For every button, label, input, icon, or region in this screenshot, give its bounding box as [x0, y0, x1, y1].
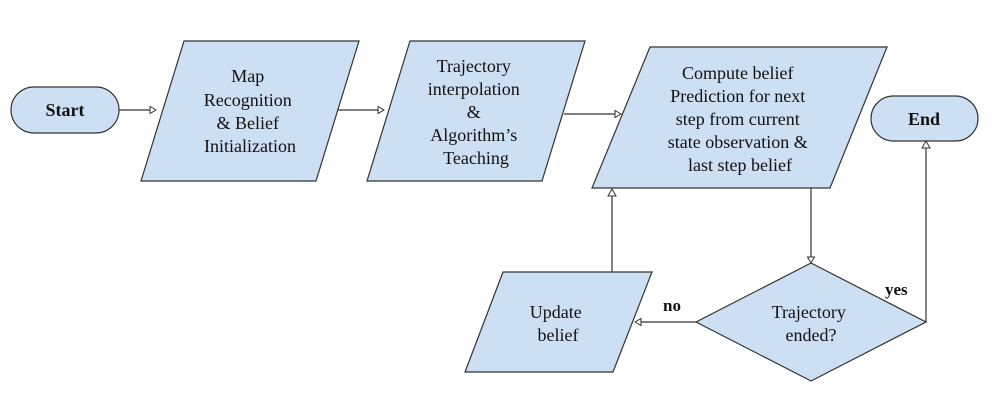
trajectory-ended-node: Trajectory ended?	[694, 262, 928, 382]
edges	[119, 105, 931, 327]
end-label: End	[908, 109, 940, 129]
compute-belief-line-3: step from current	[676, 109, 800, 129]
trajectory-interpolation-node: Trajectory interpolation & Algorithm’s T…	[366, 40, 586, 182]
update-belief-label: Update belief	[530, 302, 586, 345]
arrowhead-map	[149, 105, 157, 115]
compute-belief-line-1: Compute belief	[682, 63, 793, 83]
compute-belief-line-4: state observation &	[668, 132, 808, 152]
trajectory-interpolation-label: Trajectory interpolation & Algorithm’s T…	[428, 56, 524, 168]
trajectory-interpolation-line-3: &	[467, 102, 481, 122]
arrowhead-compute-loop	[607, 187, 617, 197]
trajectory-ended-line-1: Trajectory	[772, 302, 846, 322]
compute-belief-label: Compute belief Prediction for next step …	[668, 63, 812, 175]
update-belief-line-2: belief	[538, 325, 579, 345]
arrowhead-end	[921, 139, 931, 149]
start-terminator	[10, 86, 120, 134]
end-node: End	[870, 95, 979, 142]
start-node: Start	[10, 86, 120, 134]
arrowhead-update	[634, 317, 642, 327]
trajectory-ended-label: Trajectory ended?	[772, 302, 851, 345]
compute-belief-node: Compute belief Prediction for next step …	[591, 46, 888, 189]
trajectory-interpolation-parallelogram	[366, 40, 586, 182]
start-label: Start	[46, 100, 85, 120]
map-recognition-line-4: Initialization	[204, 136, 296, 156]
map-recognition-parallelogram	[140, 40, 360, 182]
compute-belief-line-2: Prediction for next	[670, 86, 805, 106]
map-recognition-line-1: Map	[231, 66, 264, 86]
map-recognition-node: Map Recognition & Belief Initialization	[140, 40, 360, 182]
trajectory-ended-line-2: ended?	[786, 325, 837, 345]
edge-label-no: no	[663, 296, 681, 315]
arrowhead-trajectory	[377, 105, 385, 115]
update-belief-line-1: Update	[530, 302, 582, 322]
trajectory-interpolation-line-1: Trajectory	[437, 56, 511, 76]
end-terminator	[870, 95, 979, 142]
map-recognition-label: Map Recognition & Belief Initialization	[204, 66, 297, 156]
arrowhead-compute	[614, 109, 622, 119]
edge-label-yes: yes	[885, 280, 908, 299]
map-recognition-line-3: & Belief	[217, 113, 279, 133]
trajectory-interpolation-line-4: Algorithm’s	[430, 125, 517, 145]
trajectory-ended-diamond	[694, 262, 928, 382]
arrowhead-decision	[806, 256, 816, 264]
update-belief-node: Update belief	[464, 271, 653, 373]
update-belief-parallelogram	[464, 271, 653, 373]
trajectory-interpolation-line-2: interpolation	[428, 79, 520, 99]
trajectory-interpolation-line-5: Teaching	[443, 148, 509, 168]
compute-belief-parallelogram	[591, 46, 888, 189]
compute-belief-line-5: last step belief	[688, 155, 792, 175]
map-recognition-line-2: Recognition	[204, 90, 292, 110]
